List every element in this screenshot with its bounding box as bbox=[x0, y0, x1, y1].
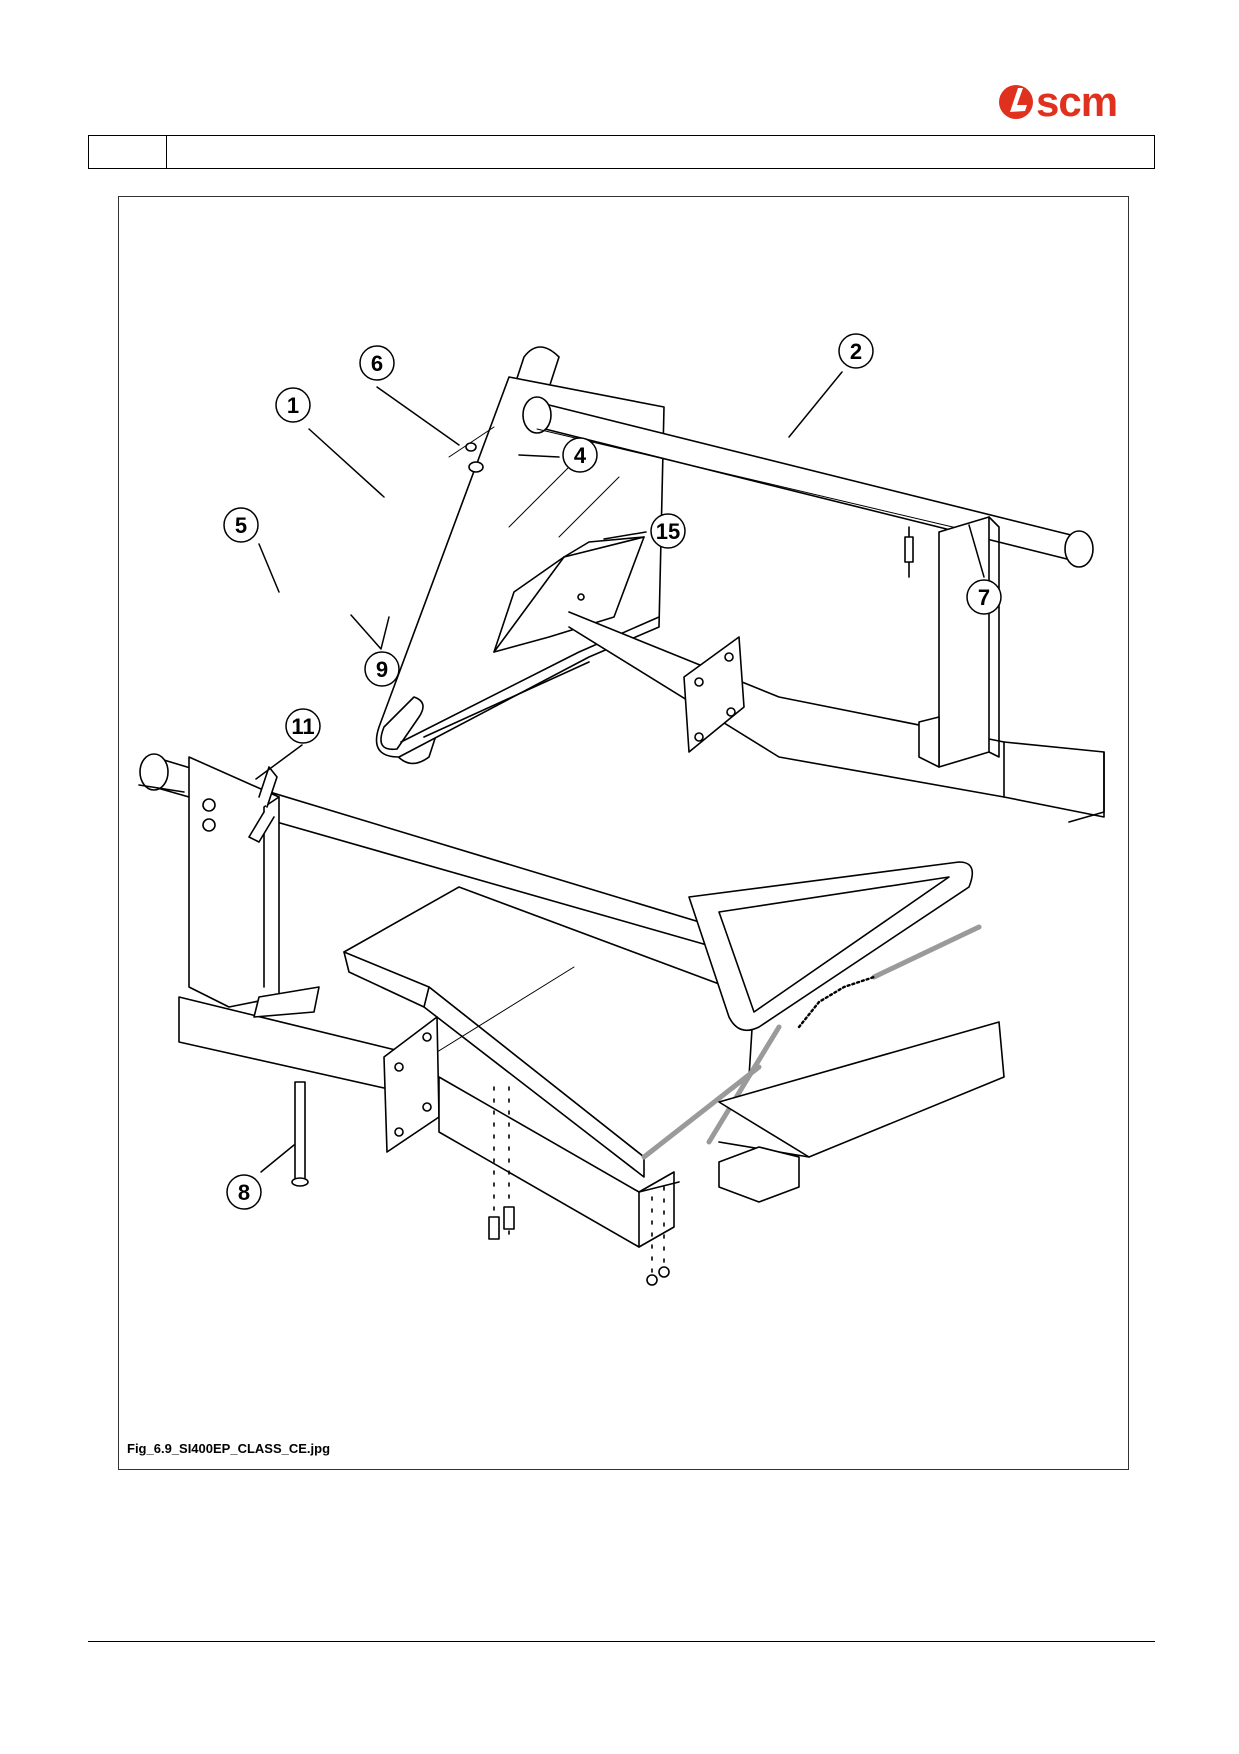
callout-label-7: 7 bbox=[978, 585, 990, 610]
section-code bbox=[89, 136, 167, 168]
upper-crossbar bbox=[522, 396, 1094, 568]
triangular-arm-frame bbox=[375, 346, 665, 765]
callout-5 bbox=[223, 507, 259, 543]
work-table bbox=[343, 886, 982, 1178]
callout-label-4: 4 bbox=[574, 443, 587, 468]
scm-logo-icon bbox=[999, 85, 1033, 119]
callout-label-2: 2 bbox=[850, 339, 862, 364]
saw-blade bbox=[797, 975, 876, 1029]
lower-base-beam bbox=[178, 996, 1005, 1158]
lower-flange-plate bbox=[383, 1016, 440, 1153]
callout-label-15: 15 bbox=[656, 519, 680, 544]
lower-feet bbox=[253, 986, 800, 1203]
callout-11 bbox=[285, 708, 321, 744]
figure-frame: 1 2 4 5 6 7 8 9 11 15 Fig_6.9_SI400EP_CL… bbox=[118, 196, 1129, 1470]
callouts bbox=[223, 333, 1002, 1210]
section-header bbox=[88, 135, 1155, 169]
callout-1 bbox=[275, 387, 311, 423]
callout-7 bbox=[966, 579, 1002, 615]
figure-caption: Fig_6.9_SI400EP_CLASS_CE.jpg bbox=[127, 1441, 331, 1456]
upper-flange-plate bbox=[683, 636, 745, 753]
callout-6 bbox=[359, 345, 395, 381]
section-title bbox=[167, 136, 1154, 168]
brand-logo-word: scm bbox=[1036, 78, 1118, 125]
support-housing bbox=[493, 536, 645, 653]
left-vertical-plate bbox=[188, 756, 280, 1008]
exploded-assembly-drawing: 1 2 4 5 6 7 8 9 11 15 bbox=[138, 333, 1105, 1286]
brand-logo: scm bbox=[996, 78, 1146, 128]
callout-labels: 1 2 4 5 6 7 8 9 11 15 bbox=[235, 339, 990, 1205]
callout-label-5: 5 bbox=[235, 513, 247, 538]
callout-15 bbox=[650, 513, 686, 549]
lower-bracket-box bbox=[438, 1076, 680, 1248]
lower-triangular-arm bbox=[688, 861, 974, 1032]
fasteners bbox=[488, 1086, 670, 1286]
callout-2 bbox=[838, 333, 874, 369]
stud-pin bbox=[465, 442, 484, 473]
right-vertical-post bbox=[904, 516, 1000, 768]
callout-9 bbox=[364, 651, 400, 687]
callout-4 bbox=[562, 437, 598, 473]
callout-label-1: 1 bbox=[287, 393, 299, 418]
upper-beam bbox=[568, 611, 1105, 823]
callout-label-9: 9 bbox=[376, 657, 388, 682]
callout-label-11: 11 bbox=[291, 714, 314, 739]
footer-rule bbox=[88, 1641, 1155, 1642]
callout-8 bbox=[226, 1174, 262, 1210]
callout-label-6: 6 bbox=[371, 351, 383, 376]
pivot-pin bbox=[291, 1081, 309, 1187]
callout-label-8: 8 bbox=[238, 1180, 250, 1205]
